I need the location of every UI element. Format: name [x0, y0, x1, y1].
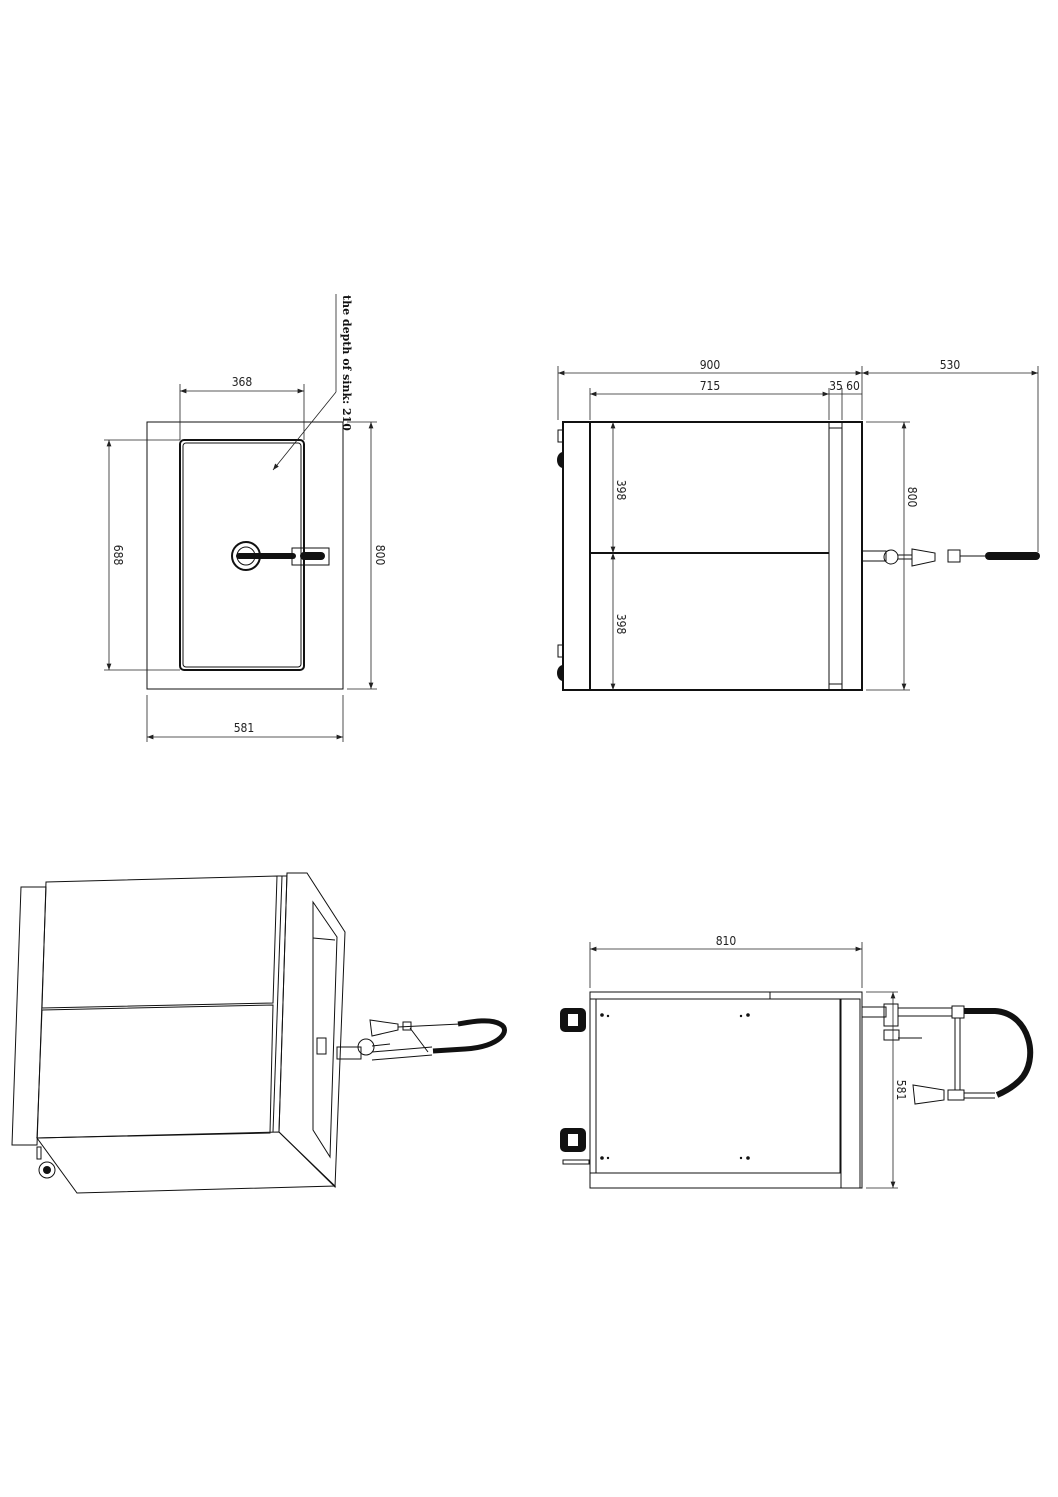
isometric-view — [11, 872, 507, 1194]
dim-end-width: 60 — [846, 379, 860, 393]
sink-depth-note: the depth of sink: 210 — [340, 295, 353, 431]
faucet-icon — [861, 548, 1040, 567]
dim-height: 800 — [905, 487, 919, 508]
faucet-icon — [336, 1018, 507, 1061]
dim-overall-width: 581 — [234, 721, 255, 735]
upper-door — [41, 875, 278, 1009]
top-view: 368 688 800 581 the depth of sink: 210 — [104, 294, 387, 742]
dim-overall-length: 900 — [700, 358, 721, 372]
dim-sink-length: 688 — [111, 545, 125, 566]
faucet-icon — [861, 1003, 1034, 1105]
caster-icon — [36, 1146, 56, 1179]
caster-icon — [560, 1008, 590, 1165]
dim-upper-panel: 398 — [614, 480, 628, 501]
side-view: 900 530 715 35 60 800 398 398 — [557, 358, 1040, 691]
dim-panel-length: 715 — [700, 379, 721, 393]
lower-door — [36, 1004, 274, 1139]
top-view-outline — [146, 421, 344, 690]
dim-gap: 35 — [829, 379, 843, 393]
end-frame — [278, 872, 346, 1189]
bottom-view-outline — [589, 991, 863, 1189]
side-view-outline — [562, 421, 863, 691]
faucet-icon — [231, 541, 330, 571]
dim-sink-width: 368 — [232, 375, 253, 389]
mounting-holes — [600, 1013, 750, 1160]
caster-icon — [557, 429, 564, 681]
back-slab — [11, 886, 47, 1146]
bottom-face — [36, 1131, 337, 1194]
dim-overall-length: 800 — [373, 545, 387, 566]
bottom-view: 810 581 — [560, 934, 1034, 1189]
dim-lower-panel: 398 — [614, 614, 628, 635]
dim-width: 581 — [894, 1080, 908, 1101]
dim-faucet-reach: 530 — [940, 358, 961, 372]
dim-length: 810 — [716, 934, 737, 948]
end-window-handle — [316, 1037, 327, 1055]
end-window — [312, 900, 338, 1159]
